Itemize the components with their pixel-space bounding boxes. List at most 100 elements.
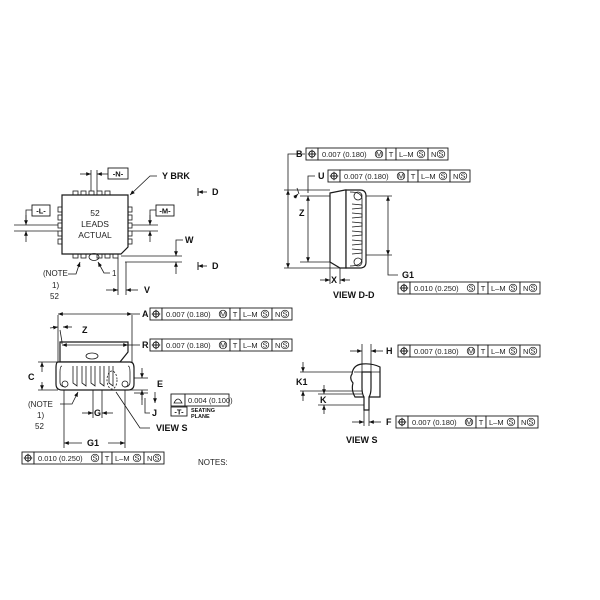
z-label-side: Z	[82, 325, 88, 335]
svg-text:M: M	[220, 310, 226, 319]
datum-t: -T-	[170, 406, 188, 417]
side-lead-fingers	[72, 366, 114, 387]
r-label: R	[142, 340, 149, 350]
g-label: G	[94, 408, 101, 418]
svg-text:L–M: L–M	[421, 172, 436, 181]
svg-text:0.004 (0.100): 0.004 (0.100)	[188, 396, 233, 405]
view-dd-title: VIEW D-D	[333, 290, 375, 300]
svg-text:S: S	[134, 454, 139, 463]
svg-text:L–M: L–M	[399, 150, 414, 159]
svg-text:T: T	[389, 150, 394, 159]
svg-text:T: T	[479, 418, 484, 427]
section-d-top: D	[212, 187, 219, 197]
k-label: K	[320, 395, 327, 405]
section-d-bottom: D	[212, 261, 219, 271]
datum-l: -L-	[31, 204, 51, 217]
lead-fingers	[351, 203, 363, 255]
svg-text:L–M: L–M	[115, 454, 130, 463]
c-label: C	[28, 372, 35, 382]
svg-text:0.007 (0.180): 0.007 (0.180)	[166, 310, 211, 319]
svg-text:N: N	[431, 150, 436, 159]
section-body	[329, 189, 347, 269]
fcf-f: 0.007 (0.180) M T L–M S N S	[395, 415, 539, 429]
svg-text:S: S	[440, 172, 445, 181]
svg-text:N: N	[275, 310, 280, 319]
svg-text:T: T	[233, 341, 238, 350]
svg-text:0.007 (0.180): 0.007 (0.180)	[414, 347, 459, 356]
h-label: H	[386, 346, 393, 356]
svg-text:-L-: -L-	[36, 207, 46, 216]
svg-text:T: T	[411, 172, 416, 181]
note-line2: 1)	[52, 281, 59, 290]
svg-text:N: N	[523, 347, 528, 356]
svg-text:M: M	[468, 347, 474, 356]
g1-label: G1	[402, 270, 414, 280]
svg-text:-M-: -M-	[159, 207, 171, 216]
pin1-marker	[88, 253, 100, 261]
left-leads	[57, 206, 63, 245]
note-side-line2: 1)	[37, 411, 44, 420]
svg-text:S: S	[92, 454, 97, 463]
lead-count: 52	[90, 208, 100, 218]
svg-text:L–M: L–M	[489, 418, 504, 427]
fcf-r: 0.007 (0.180) M T L–M S N S	[149, 338, 293, 352]
note-line1: (NOTE	[43, 269, 68, 278]
svg-text:S: S	[530, 347, 535, 356]
w-label: W	[185, 235, 194, 245]
actual-label: ACTUAL	[78, 230, 112, 240]
svg-text:S: S	[468, 284, 473, 293]
svg-text:N: N	[147, 454, 152, 463]
svg-text:T: T	[481, 347, 486, 356]
notes-label: NOTES:	[198, 458, 228, 467]
j-label: J	[152, 408, 157, 418]
svg-text:N: N	[275, 341, 280, 350]
svg-text:-N-: -N-	[113, 170, 124, 179]
fcf-g1-dd: 0.010 (0.250) S T L–M S N S	[397, 281, 541, 295]
g1-label-side: G1	[87, 438, 99, 448]
fcf-g1-side: 0.010 (0.250) S T L–M S N S	[21, 451, 165, 465]
u-label: U	[318, 171, 325, 181]
svg-text:S: S	[418, 150, 423, 159]
svg-text:S: S	[510, 284, 515, 293]
seating-line1: SEATING	[191, 408, 215, 414]
svg-text:0.007 (0.180): 0.007 (0.180)	[322, 150, 367, 159]
seating-line2: PLANE	[191, 414, 210, 420]
datum-m: -M-	[155, 204, 175, 217]
svg-text:T: T	[233, 310, 238, 319]
svg-text:0.007 (0.180): 0.007 (0.180)	[412, 418, 457, 427]
e-label: E	[157, 379, 163, 389]
svg-text:T: T	[481, 284, 486, 293]
svg-text:S: S	[438, 150, 443, 159]
svg-text:0.010 (0.250): 0.010 (0.250)	[38, 454, 83, 463]
svg-text:0.010 (0.250): 0.010 (0.250)	[414, 284, 459, 293]
view-s: H K1 K F VIEW S 0.007 (0.180) M T L	[296, 344, 541, 445]
svg-text:L–M: L–M	[491, 347, 506, 356]
top-leads	[72, 190, 111, 196]
note-side-line1: (NOTE	[28, 400, 53, 409]
svg-text:S: S	[282, 341, 287, 350]
datum-n: -N-	[107, 167, 129, 180]
svg-text:N: N	[521, 418, 526, 427]
y-brk-label: Y BRK	[162, 171, 190, 181]
bottom-leads	[72, 253, 119, 259]
svg-text:M: M	[220, 341, 226, 350]
k1-label: K1	[296, 377, 308, 387]
top-view: 52 LEADS ACTUAL -N- Y BRK -L- -M-	[14, 167, 219, 301]
view-dd: B U Z X G1 VIEW D-D 0.007 (0.180)	[284, 147, 541, 300]
leads-label: LEADS	[81, 219, 109, 229]
a-label: A	[142, 309, 149, 319]
fcf-h: 0.007 (0.180) M T L–M S N S	[397, 344, 541, 358]
svg-text:S: S	[282, 310, 287, 319]
svg-text:N: N	[523, 284, 528, 293]
fcf-b: 0.007 (0.180) M T L–M S N S	[305, 147, 449, 161]
svg-text:M: M	[376, 150, 382, 159]
svg-text:M: M	[398, 172, 404, 181]
x-label: X	[331, 275, 337, 285]
fcf-a: 0.007 (0.180) M T L–M S N S	[149, 307, 293, 321]
svg-text:S: S	[154, 454, 159, 463]
note-line3: 52	[50, 292, 59, 301]
svg-text:L–M: L–M	[243, 310, 258, 319]
svg-text:S: S	[508, 418, 513, 427]
note-side-line3: 52	[35, 422, 44, 431]
